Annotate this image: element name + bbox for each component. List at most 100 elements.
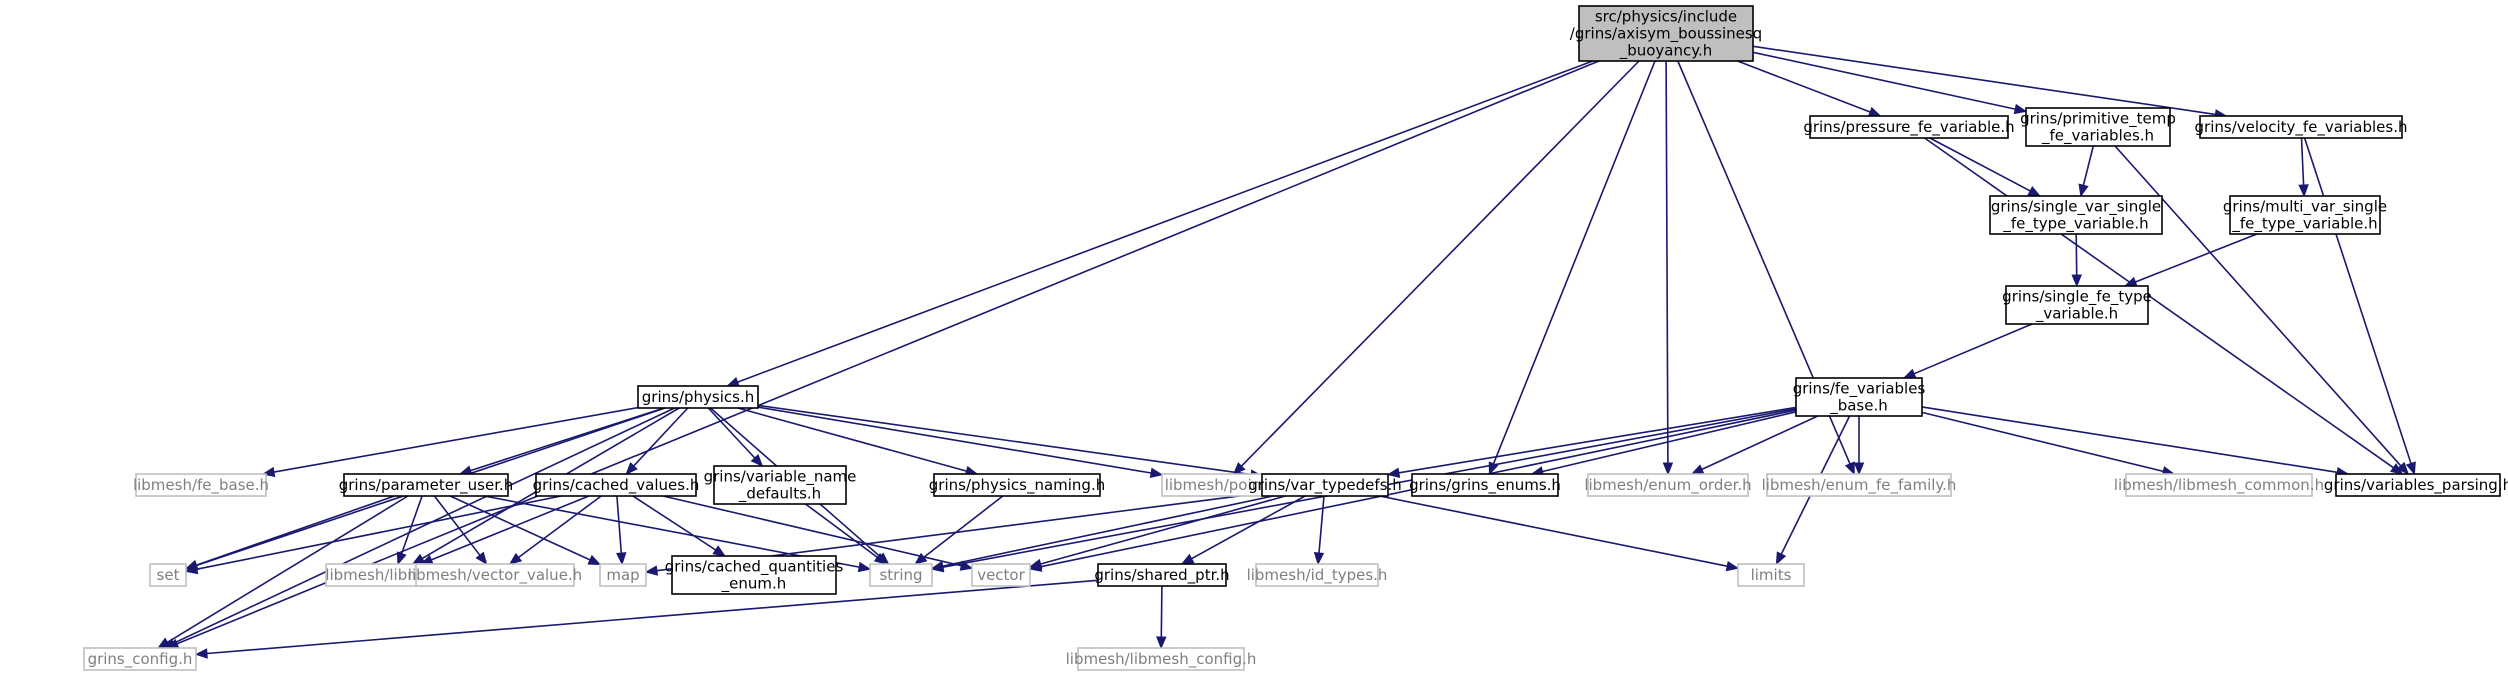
node-box — [1097, 563, 1227, 587]
node-box — [415, 563, 575, 587]
node-label: grins/multi_var_single — [2223, 198, 2387, 217]
node-fe-base: libmesh/fe_base.h — [133, 473, 269, 497]
arrowhead-icon — [1232, 462, 1246, 475]
arrowhead-icon — [2298, 184, 2309, 198]
arrowhead-icon — [194, 648, 208, 659]
node-single-var-single[interactable]: grins/single_var_single_fe_type_variable… — [1989, 195, 2163, 235]
arrowhead-icon — [2123, 276, 2138, 287]
node-label: /grins/axisym_boussinesq — [1570, 25, 1762, 44]
arrowhead-icon — [1313, 552, 1325, 566]
edge-fe_variables_base-to-enum_order — [1701, 415, 1819, 471]
node-label: libmesh/enum_fe_family.h — [1762, 476, 1957, 495]
node-label: grins/cached_quantities — [665, 558, 844, 577]
node-physics-naming[interactable]: grins/physics_naming.h — [929, 473, 1105, 497]
node-primitive-temp[interactable]: grins/primitive_temp_fe_variables.h — [2020, 107, 2176, 147]
node-cached-values[interactable]: grins/cached_values.h — [533, 473, 700, 497]
node-label: src/physics/include — [1595, 8, 1737, 26]
arrowhead-icon — [1725, 560, 1740, 572]
node-cached-quantities[interactable]: grins/cached_quantities_enum.h — [665, 555, 844, 595]
node-physics[interactable]: grins/physics.h — [637, 385, 759, 409]
node-var-typedefs[interactable]: grins/var_typedefs.h — [1248, 473, 1402, 497]
node-multi-var-single[interactable]: grins/multi_var_single_fe_type_variable.… — [2223, 195, 2387, 235]
node-parameter-user[interactable]: grins/parameter_user.h — [339, 473, 514, 497]
node-box — [713, 465, 847, 505]
node-label: grins/variable_name — [704, 468, 857, 487]
node-label: _buoyancy.h — [1619, 42, 1713, 61]
edge-var_typedefs-to-vector — [1040, 495, 1286, 565]
node-label: grins/shared_ptr.h — [1094, 566, 1229, 585]
edge-cached_values-to-libmesh_libmesh — [430, 495, 590, 561]
node-limits: limits — [1737, 563, 1805, 587]
node-label: map — [606, 566, 639, 584]
arrowhead-icon — [616, 552, 627, 566]
node-label: _defaults.h — [738, 485, 821, 504]
node-fe-variables-base[interactable]: grins/fe_variables_base.h — [1793, 377, 1926, 417]
node-label: grins/grins_enums.h — [1409, 476, 1561, 495]
node-box — [971, 563, 1031, 587]
node-label: grins/parameter_user.h — [339, 476, 514, 495]
edge-parameter_user-to-vector_value — [433, 495, 481, 556]
edge-primitive_temp-to-variables_parsing — [2114, 145, 2402, 467]
node-label: libmesh/libmesh_common.h — [2114, 476, 2324, 495]
node-label: _variable.h — [2035, 305, 2118, 324]
edge-root-to-grins_config — [176, 60, 1600, 645]
arrowhead-icon — [1662, 462, 1674, 476]
edge-pressure_fe-to-variables_parsing — [1924, 137, 2394, 469]
node-label: libmesh/id_types.h — [1247, 566, 1388, 585]
node-label: _fe_type_variable.h — [2002, 215, 2148, 234]
arrowhead-icon — [914, 552, 928, 565]
node-pressure-fe[interactable]: grins/pressure_fe_variable.h — [1803, 115, 2015, 139]
arrowhead-icon — [1028, 558, 1043, 569]
arrowhead-icon — [2078, 183, 2089, 198]
edge-physics-to-variable_name_defaults — [707, 407, 756, 459]
node-label: grins/single_var_single — [1991, 198, 2161, 217]
edge-cached_values-to-map — [616, 495, 623, 554]
arrowhead-icon — [873, 552, 888, 565]
node-label: grins/fe_variables — [1793, 380, 1926, 399]
edge-root-to-primitive_temp — [1752, 51, 2016, 110]
node-label: string — [879, 566, 922, 584]
edge-parameter_user-to-grins_config — [167, 495, 409, 643]
node-single-fe-type[interactable]: grins/single_fe_type_variable.h — [2002, 285, 2152, 325]
arrowhead-icon — [726, 377, 740, 387]
node-box — [83, 647, 197, 671]
node-label: libmesh/libmesh_config.h — [1066, 650, 1257, 669]
edge-parameter_user-to-set — [196, 495, 395, 566]
edge-multi_var_single-to-single_fe_type — [2135, 233, 2258, 283]
arrowhead-icon — [930, 560, 945, 572]
arrowhead-icon — [508, 552, 523, 565]
node-box — [1255, 563, 1379, 587]
arrowhead-icon — [1902, 368, 1917, 379]
node-box — [637, 385, 759, 409]
node-variables-parsing[interactable]: grins/variables_parsing.h — [2324, 473, 2508, 497]
node-label: libmesh/point.h — [1165, 476, 1282, 494]
node-label: grins/variables_parsing.h — [2324, 476, 2508, 495]
node-root[interactable]: src/physics/include/grins/axisym_boussin… — [1570, 5, 1762, 62]
node-string: string — [869, 563, 933, 587]
node-label: grins/single_fe_type — [2002, 288, 2152, 307]
node-velocity-fe[interactable]: grins/velocity_fe_variables.h — [2195, 115, 2408, 139]
edge-physics-to-grins_config — [173, 407, 675, 645]
node-variable-name-defaults[interactable]: grins/variable_name_defaults.h — [704, 465, 857, 505]
node-id-types: libmesh/id_types.h — [1247, 563, 1388, 587]
node-grins-enums[interactable]: grins/grins_enums.h — [1409, 473, 1561, 497]
edge-var_typedefs-to-string — [942, 495, 1274, 567]
node-libmesh-common: libmesh/libmesh_common.h — [2114, 473, 2324, 497]
node-box — [135, 473, 267, 497]
node-shared-ptr[interactable]: grins/shared_ptr.h — [1094, 563, 1230, 587]
node-box — [2335, 473, 2501, 497]
edge-var_typedefs-to-id_types — [1318, 495, 1325, 554]
node-box — [1077, 647, 1245, 671]
edge-root-to-libmesh_point — [1240, 60, 1640, 467]
node-label: libmesh/fe_base.h — [133, 476, 269, 495]
edge-primitive_temp-to-single_var_single — [2082, 145, 2095, 186]
node-box — [869, 563, 933, 587]
node-label: grins/var_typedefs.h — [1248, 476, 1402, 495]
node-box — [1989, 195, 2163, 235]
edge-fe_variables_base-to-libmesh_common — [1921, 411, 2164, 473]
edge-velocity_fe-to-variables_parsing — [2303, 137, 2412, 464]
arrowhead-icon — [959, 560, 974, 571]
node-label: grins/primitive_temp — [2020, 110, 2176, 129]
edge-variable_name_defaults-to-string — [805, 503, 878, 559]
